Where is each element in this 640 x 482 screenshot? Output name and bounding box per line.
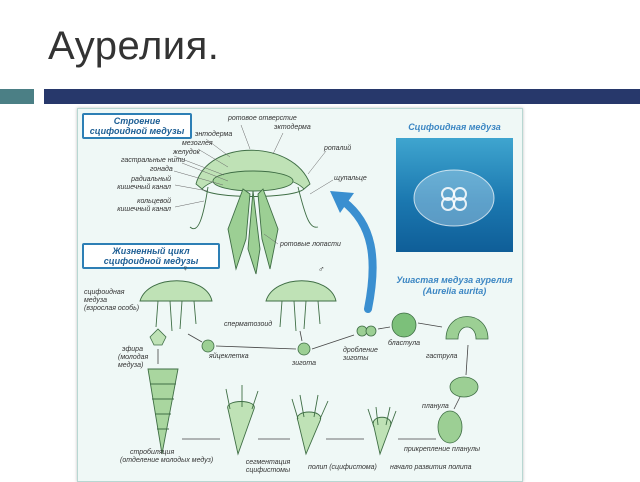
- label-blastula: бластула: [388, 340, 421, 347]
- label-adult-3: (взрослая особь): [84, 305, 140, 312]
- label-stomach: желудок: [173, 149, 200, 156]
- label-cleavage-1: дробление: [343, 347, 378, 354]
- label-segmentation-2: сцифистомы: [245, 467, 291, 474]
- label-male: ♂: [318, 264, 325, 274]
- gastrula-cell: [445, 316, 489, 340]
- accent-bar-gap: [34, 89, 44, 104]
- label-gastric-filaments: гастральные нити: [121, 157, 186, 164]
- label-adult-2: медуза: [84, 297, 107, 304]
- label-ephyra-2: (молодая: [118, 354, 149, 361]
- diagram-plate: Строение сцифоидной медузы Жизненный цик…: [77, 108, 523, 482]
- adult-medusa-male: [265, 280, 337, 332]
- label-polyp: полип (сцифистома): [308, 464, 377, 471]
- accent-bar-navy: [44, 89, 640, 104]
- label-gastrula: гаструла: [426, 353, 458, 360]
- planula-cell: [449, 376, 479, 398]
- cycle-return-arrow: [339, 197, 377, 313]
- label-mouth: ротовое отверстие: [228, 115, 297, 122]
- label-ropalium: ропалий: [324, 145, 352, 152]
- label-strobilation-2: (отделение молодых медуз): [120, 457, 214, 464]
- label-adult-1: сцифоидная: [84, 289, 125, 296]
- label-endoderm: энтодерма: [195, 131, 233, 138]
- ephyra: [149, 328, 167, 346]
- cycle-return-arrowhead: [330, 191, 354, 213]
- label-strobilation-1: стробиляция: [130, 449, 175, 456]
- label-zygote: зигота: [292, 360, 317, 367]
- polyp-stages: [147, 368, 397, 456]
- label-gonad: гонада: [150, 166, 173, 173]
- label-female: ♀: [182, 263, 189, 273]
- header-structure: Строение сцифоидной медузы: [82, 113, 192, 139]
- header-life-cycle: Жизненный цикл сцифоидной медузы: [82, 243, 220, 269]
- label-oral-lobes: ротовые лопасти: [280, 241, 341, 248]
- slide-title: Аурелия.: [48, 24, 220, 68]
- label-tentacles: щупальце: [334, 175, 367, 182]
- label-ephyra-1: эфира: [122, 346, 143, 353]
- label-ring-canal-2: кишечный канал: [117, 206, 171, 213]
- label-cleavage-2: зиготы: [343, 355, 369, 362]
- cleavage-cells: [356, 325, 377, 337]
- photo-caption-1: Ушастая медуза аурелия: [396, 275, 513, 285]
- label-planula: планула: [422, 403, 449, 410]
- jellyfish-structure-drawing: [189, 149, 319, 275]
- label-ephyra-3: медуза): [118, 362, 144, 369]
- photo-title: Сцифоидная медуза: [408, 122, 501, 132]
- label-mesoglea: мезоглея: [182, 140, 213, 147]
- blastula-cell: [391, 312, 417, 338]
- label-polyp-start: начало развития полипа: [390, 464, 472, 471]
- diagram-drawing: [139, 124, 489, 456]
- label-attachment: прикрепление планулы: [404, 446, 481, 453]
- label-ectoderm: эктодерма: [274, 124, 311, 131]
- jellyfish-photo: [396, 138, 513, 252]
- egg-cell: [201, 339, 215, 353]
- accent-bar-teal: [0, 89, 34, 104]
- label-sperm: сперматозоид: [224, 321, 273, 328]
- label-radial-canal-2: кишечный канал: [117, 184, 171, 191]
- adult-medusa-female: [139, 280, 213, 332]
- photo-caption-2: (Aurelia aurita): [422, 286, 487, 296]
- attached-planula: [437, 410, 463, 444]
- label-egg: яйцеклетка: [209, 353, 249, 360]
- label-radial-canal-1: радиальный: [131, 176, 171, 183]
- label-ring-canal-1: кольцевой: [137, 198, 171, 205]
- zygote-cell: [297, 342, 311, 356]
- label-segmentation-1: сегментация: [245, 459, 291, 466]
